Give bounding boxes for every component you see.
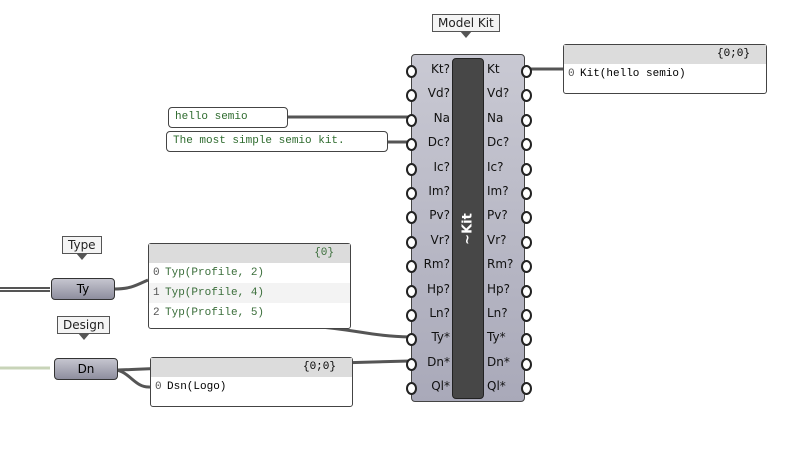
output-4[interactable]: Ic? (487, 159, 504, 174)
output-6[interactable]: Pv? (487, 208, 508, 223)
input-5[interactable]: Im? (428, 184, 450, 198)
output-port[interactable] (521, 211, 532, 225)
input-13[interactable]: Ql* (431, 379, 450, 394)
input-port[interactable] (406, 65, 417, 78)
input-port[interactable] (406, 138, 417, 152)
row-value: Typ(Profile, 2) (165, 267, 265, 279)
row-value: Typ(Profile, 5) (165, 307, 265, 319)
row-value: Dsn(Logo) (167, 381, 227, 393)
output-port[interactable] (521, 284, 532, 298)
output-port[interactable] (521, 65, 532, 78)
input-port[interactable] (406, 235, 417, 249)
input-port[interactable] (406, 113, 417, 127)
input-port[interactable] (406, 211, 417, 225)
input-port[interactable] (406, 260, 417, 274)
input-11[interactable]: Ty* (431, 330, 450, 345)
output-13[interactable]: Ql* (487, 379, 506, 394)
output-port[interactable] (521, 138, 532, 152)
output-port[interactable] (521, 162, 532, 176)
input-port[interactable] (406, 357, 417, 371)
text-panel-name[interactable]: hello semio (168, 107, 288, 128)
input-4[interactable]: Ic? (433, 159, 450, 174)
input-8[interactable]: Rm? (423, 257, 450, 272)
input-port[interactable] (406, 187, 417, 200)
output-port[interactable] (521, 333, 532, 347)
row-value: Kit(hello semio) (580, 68, 686, 80)
output-8[interactable]: Rm? (487, 257, 514, 272)
row-index: 1 (153, 287, 160, 299)
panel-path: {0;0} (151, 358, 352, 377)
model-kit-component[interactable]: ~Kit Kt? Kt Vd? Vd? Na Na Dc? Dc? Ic? Ic… (406, 54, 532, 402)
input-port[interactable] (406, 284, 417, 298)
input-port[interactable] (406, 89, 417, 103)
design-tooltip: Design (57, 316, 111, 340)
input-port[interactable] (406, 162, 417, 176)
type-tooltip: Type (62, 236, 102, 260)
input-6[interactable]: Pv? (429, 208, 450, 223)
row-index: 0 (153, 267, 160, 279)
input-port[interactable] (406, 382, 417, 396)
output-port[interactable] (521, 187, 532, 200)
output-5[interactable]: Im? (487, 184, 509, 198)
output-9[interactable]: Hp? (487, 281, 511, 296)
wire-type-panel (113, 278, 149, 291)
output-1[interactable]: Vd? (487, 86, 510, 101)
input-port[interactable] (406, 333, 417, 347)
row-value: Typ(Profile, 4) (165, 287, 265, 299)
model-kit-tooltip: Model Kit (432, 14, 500, 38)
input-10[interactable]: Ln? (429, 306, 450, 320)
input-9[interactable]: Hp? (426, 281, 450, 296)
input-1[interactable]: Vd? (427, 86, 450, 101)
output-port[interactable] (521, 382, 532, 396)
output-11[interactable]: Ty* (487, 330, 506, 345)
panel-path: {0;0} (564, 45, 766, 64)
output-port[interactable] (521, 235, 532, 249)
component-nickname-bar[interactable]: ~Kit (452, 58, 484, 399)
output-port[interactable] (521, 113, 532, 127)
row-index: 0 (155, 381, 162, 393)
component-nickname: ~Kit (460, 212, 476, 245)
wire-design-panel (115, 368, 151, 389)
text-panel-description[interactable]: The most simple semio kit. (166, 131, 388, 152)
kit-panel[interactable]: {0;0} 0 Kit(hello semio) (563, 44, 767, 94)
type-param[interactable]: Ty (51, 278, 115, 300)
output-12[interactable]: Dn* (487, 354, 510, 369)
output-port[interactable] (521, 309, 532, 322)
row-index: 0 (568, 68, 575, 80)
input-0[interactable]: Kt? (431, 62, 450, 76)
input-12[interactable]: Dn* (427, 354, 450, 369)
panel-path: {0} (149, 244, 350, 263)
input-3[interactable]: Dc? (427, 135, 450, 150)
row-index: 2 (153, 307, 160, 319)
output-3[interactable]: Dc? (487, 135, 510, 150)
output-10[interactable]: Ln? (487, 306, 508, 320)
design-param[interactable]: Dn (54, 358, 118, 380)
output-0[interactable]: Kt (487, 62, 500, 76)
output-7[interactable]: Vr? (487, 232, 507, 247)
input-2[interactable]: Na (433, 110, 450, 125)
input-7[interactable]: Vr? (430, 232, 450, 247)
wire-type-in (0, 287, 50, 292)
output-port[interactable] (521, 89, 532, 103)
output-port[interactable] (521, 260, 532, 274)
output-port[interactable] (521, 357, 532, 371)
input-port[interactable] (406, 309, 417, 322)
output-2[interactable]: Na (487, 110, 504, 125)
design-panel[interactable]: {0;0} 0 Dsn(Logo) (150, 357, 353, 407)
